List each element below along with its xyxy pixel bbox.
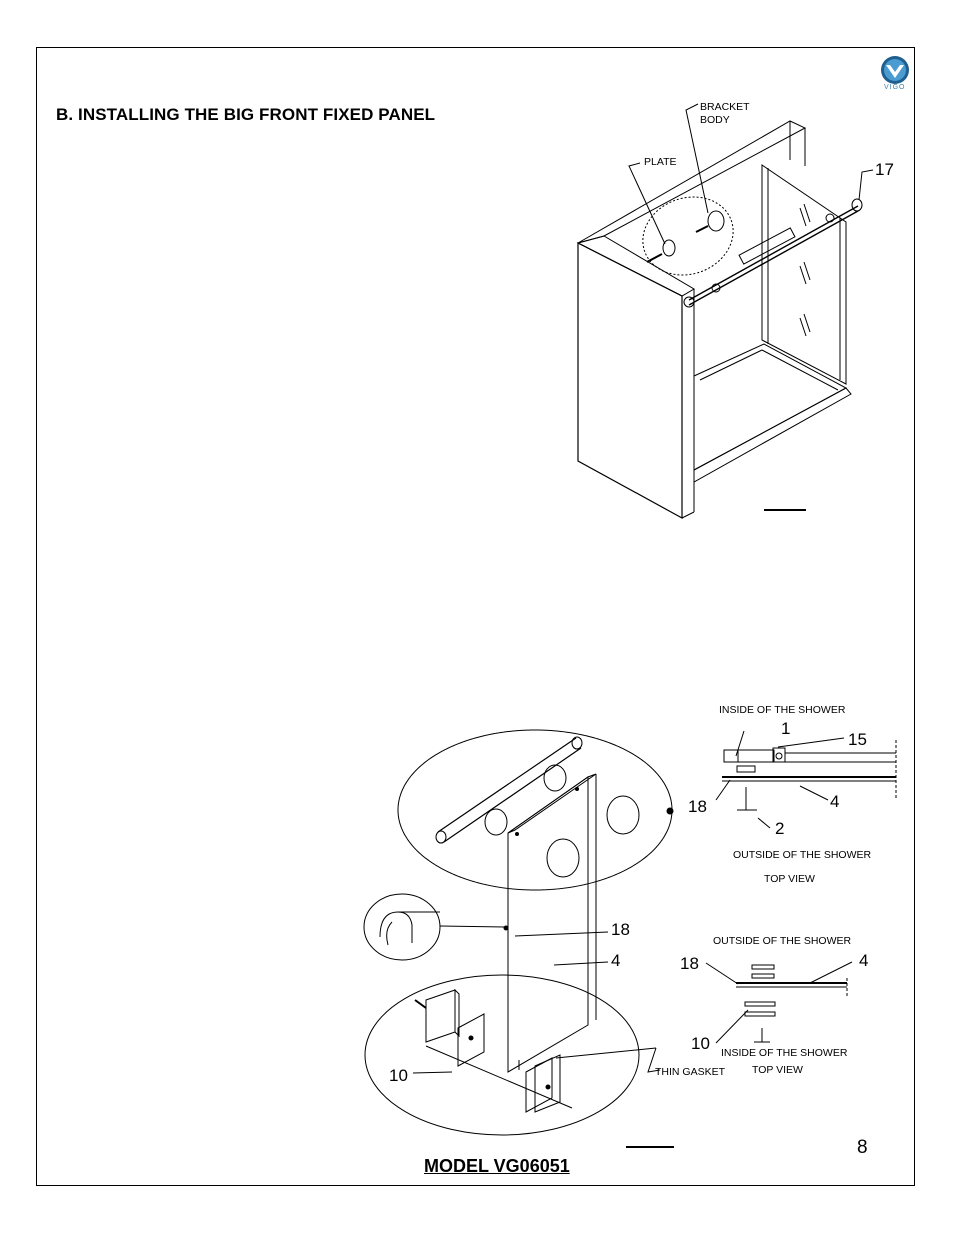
tv2-outside-label: OUTSIDE OF THE SHOWER (713, 935, 852, 947)
top-view-1-drawing (715, 730, 897, 829)
tv2-callout-4: 4 (859, 951, 869, 970)
tv2-callout-10: 10 (691, 1034, 710, 1053)
tv2-view-label: TOP VIEW (752, 1064, 803, 1076)
callout-4-panel: 4 (611, 951, 621, 970)
bracket-label: BRACKET (700, 101, 750, 113)
callout-18-panel: 18 (611, 920, 630, 939)
model-title: MODEL VG06051 (424, 1156, 570, 1176)
tv1-outside-label: OUTSIDE OF THE SHOWER (733, 849, 872, 861)
brand-name: VIGO (884, 84, 906, 91)
vigo-logo-icon (881, 56, 909, 84)
top-view-2-drawing (705, 961, 853, 1044)
callout-10-clamp: 10 (389, 1066, 408, 1085)
tv1-view-label: TOP VIEW (764, 873, 815, 885)
tv2-callout-18: 18 (680, 954, 699, 973)
tv2-inside-label: INSIDE OF THE SHOWER (721, 1047, 848, 1059)
panel-exploded-drawing (363, 729, 674, 1148)
tv1-inside-label: INSIDE OF THE SHOWER (719, 704, 846, 716)
plate-label: PLATE (644, 156, 677, 168)
tv1-callout-15: 15 (848, 730, 867, 749)
tv1-callout-18: 18 (688, 797, 707, 816)
tv1-callout-1: 1 (781, 719, 791, 738)
section-title: B. INSTALLING THE BIG FRONT FIXED PANEL (56, 105, 436, 124)
page-number: 8 (857, 1137, 868, 1158)
body-label: BODY (700, 114, 730, 126)
thin-gasket-label: THIN GASKET (655, 1066, 726, 1078)
page-border (36, 47, 915, 1186)
tv1-callout-2: 2 (775, 819, 785, 838)
tv1-callout-4: 4 (830, 792, 840, 811)
enclosure-drawing (576, 103, 874, 520)
callout-17: 17 (875, 160, 894, 179)
